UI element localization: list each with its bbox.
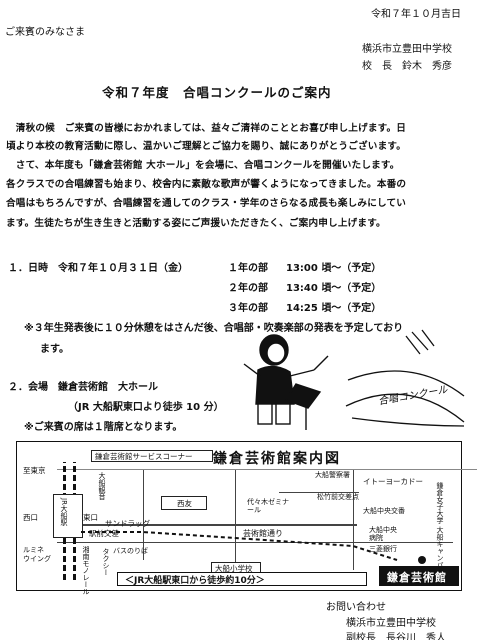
body-line: ます。生徒たちが生き生きと活動する姿にご声援いただきたく、ご案内申し上げます。 <box>6 218 386 229</box>
schedule-heading: １．日時 令和７年１０月３１日（金） <box>8 263 188 274</box>
body-line: 各クラスでの合唱練習も始まり、校舎内に素敵な歌声が響くようになってきました。本番… <box>6 179 407 190</box>
schedule-note-cont: ます。 <box>40 344 69 355</box>
label-seiyu: 西友 <box>177 499 192 508</box>
label-ito-yokado: イトーヨーカドー <box>363 477 423 486</box>
label-bank: 三菱銀行 <box>369 545 397 553</box>
label-jr-ofuna: JR大船駅 <box>60 498 68 526</box>
label-east-exit: 東口 <box>83 513 98 522</box>
service-corner-label: 鎌倉芸術館サービスコーナー <box>95 452 193 461</box>
map-road <box>57 542 453 543</box>
label-ofuna-hospital: 大船中央病院 <box>369 526 397 542</box>
map-venue-label: 鎌倉芸術館 <box>387 571 447 584</box>
label-to-tokyo: 至東京 <box>23 466 46 475</box>
walking-route <box>81 531 426 564</box>
body-line: 頃より本校の教育活動に際し、温かいご理解とご協力を賜り、誠にありがとうございます… <box>6 141 407 152</box>
label-kamakura-women-univ: 鎌倉女子大学 大船キャンパス <box>436 482 444 576</box>
label-kouban: 大船中央交番 <box>363 507 405 515</box>
label-ofuna-es: 大船小学校 <box>215 564 253 573</box>
map-road <box>57 469 477 470</box>
contact-school: 横浜市立豊田中学校 <box>346 618 436 629</box>
map-road <box>57 524 357 526</box>
label-police: 大船警察署 <box>315 471 350 479</box>
conductor-figure <box>243 334 329 430</box>
issue-date: 令和７年１０月吉日 <box>371 9 461 20</box>
map-road <box>279 492 359 493</box>
map-road <box>353 470 354 570</box>
label-yoyogi: 代々木ゼミナール <box>247 498 289 514</box>
label-geijutsu-dori: 芸術館通り <box>243 529 283 538</box>
school-name: 横浜市立豊田中学校 <box>362 44 452 55</box>
label-monorail: 湘南モノレール <box>82 546 90 595</box>
body-line: 清秋の候 ご来賓の皆様におかれましては、益々ご清祥のこととお喜び申し上げます。日 <box>6 123 407 134</box>
body-line: さて、本年度も「鎌倉芸術館 大ホール」を会場に、合唱コンクールを開催いたします。 <box>6 160 400 171</box>
contact-label: お問い合わせ <box>326 602 386 613</box>
label-matsubara: 松竹前交差点 <box>317 493 359 501</box>
schedule-time: 13:40 頃～（予定） <box>286 283 382 294</box>
label-taxi: タクシー <box>102 548 110 576</box>
schedule-note: ※３年生発表後に１０分休憩をはさんだ後、合唱部・吹奏楽部の発表を予定しており <box>24 323 404 334</box>
label-ofuna-kannon: 大船観音 <box>98 472 106 500</box>
recipient: ご来賓のみなさま <box>5 27 85 38</box>
venue-map: 鎌倉芸術館案内図 鎌倉芸術館サービスコーナー 至東京 西口 JR大船駅 東口 ル… <box>16 441 477 595</box>
map-footer: ＜JR大船駅東口から徒歩約10分＞ <box>125 576 265 586</box>
schedule-time: 13:00 頃～（予定） <box>286 263 382 274</box>
contact-person: 副校長 長谷川 秀人 <box>346 633 446 640</box>
map-road <box>235 470 236 568</box>
seat-note: ※ご来賓の席は１階席となります。 <box>24 422 183 433</box>
label-west-exit: 西口 <box>23 513 38 522</box>
label-ekimae: 駅前交差 <box>89 529 119 538</box>
schedule-grade: １年の部 <box>228 263 268 274</box>
illustration-text: 合唱コンクール <box>377 383 449 407</box>
schedule-time: 14:25 頃～（予定） <box>286 303 382 314</box>
label-lumine: ルミネ ウイング <box>23 546 51 563</box>
schedule-grade: ３年の部 <box>228 303 268 314</box>
schedule-grade: ２年の部 <box>228 283 268 294</box>
venue-access: （JR 大船駅東口より徒歩 10 分） <box>68 402 224 413</box>
chorus-group <box>345 329 465 427</box>
label-bus-stop: バスのりば <box>113 547 148 555</box>
principal-name: 校 長 鈴木 秀彦 <box>362 61 452 72</box>
map-road <box>143 470 144 560</box>
map-title: 鎌倉芸術館案内図 <box>213 451 341 467</box>
chorus-illustration: 合唱コンクール <box>243 329 465 430</box>
document-title: 令和７年度 合唱コンクールのご案内 <box>102 85 332 100</box>
label-sundrug: サンドラッグ <box>105 519 150 528</box>
venue-heading: ２．会場 鎌倉芸術館 大ホール <box>8 382 158 393</box>
body-line: 合唱はもちろんですが、合唱練習を通してのクラス・学年のさらなる成長も楽しみにして… <box>6 198 407 209</box>
